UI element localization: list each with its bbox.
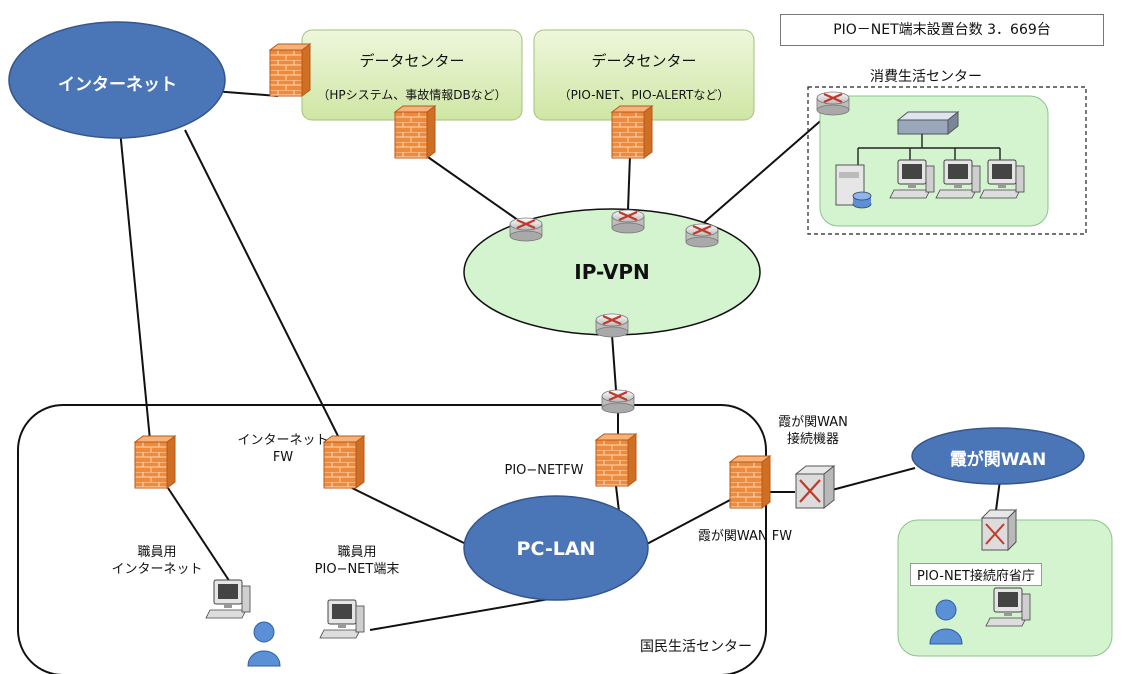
- pclan-label: PC-LAN: [516, 538, 596, 560]
- datacenter-1-subtitle: （HPシステム、事故情報DBなど）: [317, 88, 507, 102]
- datacenter-2-subtitle: （PIO-NET、PIO-ALERTなど）: [558, 88, 730, 102]
- firewall-dc1-icon: [394, 105, 436, 159]
- staff-internet-pc-icon: [205, 579, 251, 619]
- staff-internet-label: 職員用 インターネット: [111, 545, 203, 577]
- staff-pionet-pc-icon: [319, 599, 365, 639]
- link-pclan-kasumi-fw: [644, 499, 731, 546]
- firewall-pionet-icon: [595, 433, 637, 487]
- staff-pionet-label: 職員用 PIO−NET端末: [314, 545, 400, 577]
- router-vpn-left-icon: [508, 216, 544, 243]
- link-vpn-consumer: [699, 109, 834, 227]
- datacenter-1-title: データセンター: [359, 52, 465, 70]
- national-center-title: 国民生活センター: [640, 639, 752, 655]
- kasumigaseki-device-icon: [794, 464, 836, 510]
- link-internet-staff-fw: [119, 129, 151, 441]
- link-dc1-vpn: [424, 154, 526, 226]
- internet-label: インターネット: [58, 75, 177, 95]
- ministry-label: PIO-NET接続府省庁: [910, 563, 1042, 586]
- kasumigaseki-wan-bubble: [911, 427, 1085, 485]
- internet-bubble: [8, 21, 226, 139]
- router-national-icon: [600, 388, 636, 415]
- link-internetfw-pclan: [351, 487, 469, 546]
- kasumigaseki-wan-label: 霞が関WAN: [949, 450, 1047, 470]
- internet-fw-label: インターネット FW: [237, 433, 329, 465]
- firewall-staff-internet-icon: [134, 435, 176, 489]
- link-fw-staff-pc: [167, 487, 231, 583]
- connection-lines: [119, 89, 1001, 631]
- router-vpn-right-icon: [684, 222, 720, 249]
- consumer-center-title: 消費生活センター: [870, 69, 982, 85]
- consumer-center-switch: [896, 110, 960, 136]
- consumer-center-boundary: [807, 86, 1087, 235]
- router-vpn-bottom-icon: [594, 312, 630, 339]
- datacenter-2-title: データセンター: [591, 52, 697, 70]
- router-vpn-center-icon: [610, 208, 646, 235]
- consumer-server-icon: [835, 164, 872, 209]
- firewall-dc2-icon: [611, 105, 653, 159]
- link-dc2-vpn: [627, 154, 631, 211]
- kasumigaseki-fw-label: 霞が関WAN FW: [697, 529, 793, 544]
- person-icon: [247, 621, 281, 667]
- link-vpn-router: [611, 334, 617, 391]
- router-consumer-icon: [815, 90, 851, 117]
- pionet-fw-label: PIO−NETFW: [504, 463, 584, 478]
- pclan-bubble: [463, 495, 649, 601]
- national-center-boundary: [17, 404, 767, 674]
- link-internet-fw: [184, 129, 341, 441]
- ipvpn-label: IP-VPN: [574, 260, 650, 284]
- kasumigaseki-device-label: 霞が関WAN 接続機器: [778, 415, 848, 447]
- ministry-device-icon: [980, 508, 1018, 552]
- link-device-wan: [831, 467, 916, 491]
- firewall-kasumigaseki-icon: [729, 455, 771, 509]
- link-pclan-staff-pionet: [369, 597, 556, 631]
- terminal-count-box: PIO－NET端末設置台数 3．669台: [780, 14, 1104, 46]
